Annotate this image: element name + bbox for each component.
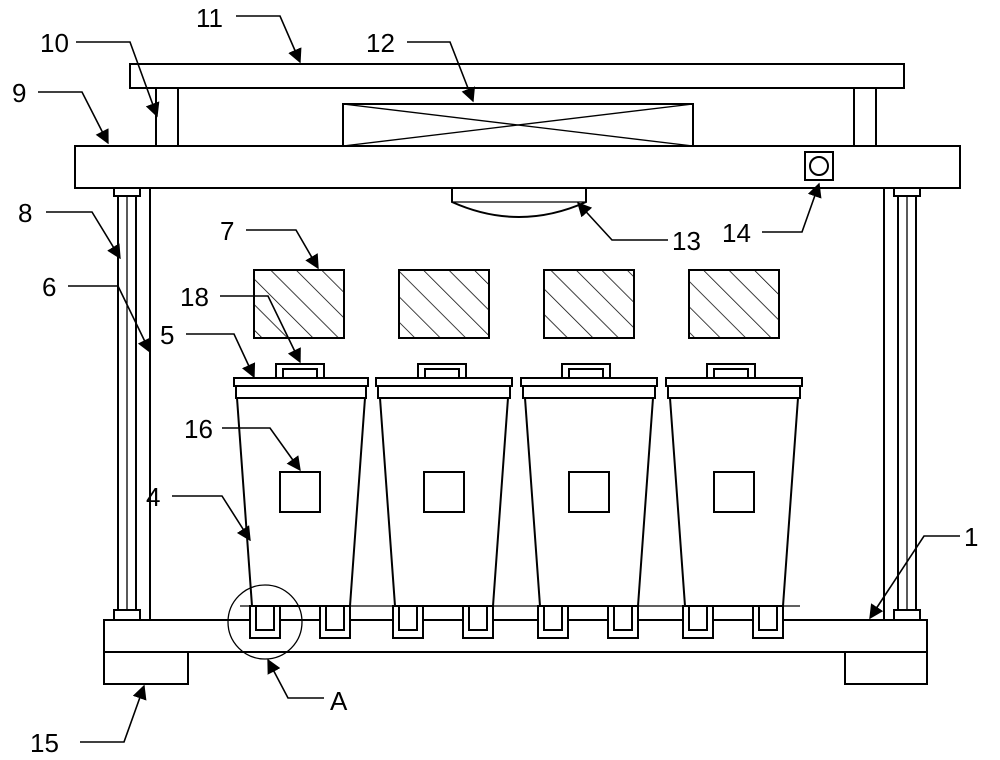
hatched-block-2 (398, 269, 490, 339)
bin-3 (520, 363, 658, 607)
callout-11: 11 (196, 3, 223, 33)
foot-right (844, 651, 928, 685)
left-column (113, 187, 151, 621)
detail-circle-A (227, 584, 303, 660)
leader-lines (38, 15, 960, 743)
foot-left (103, 651, 189, 685)
top-support-left (155, 87, 179, 147)
callout-16: 16 (184, 414, 213, 444)
fan-box (342, 103, 694, 147)
callout-12: 12 (366, 28, 395, 58)
bin-4 (665, 363, 803, 607)
callout-5: 5 (160, 320, 174, 350)
callout-6: 6 (42, 272, 56, 302)
callout-1: 1 (964, 522, 978, 552)
bin-1 (233, 363, 369, 607)
callout-4: 4 (146, 482, 160, 512)
bin-2 (375, 363, 513, 607)
callout-label-15-final: 15 (30, 728, 59, 758)
hatched-block-1 (253, 269, 345, 339)
hatched-block-4 (688, 269, 780, 339)
callout-8: 8 (18, 198, 32, 228)
base-plate (103, 619, 928, 653)
callout-13: 13 (672, 226, 701, 256)
top-plate (129, 63, 905, 89)
callout-9: 9 (12, 78, 26, 108)
right-column (883, 187, 921, 621)
callout-label-14-final: 14 (722, 218, 751, 248)
base-feet-rail (249, 605, 784, 639)
hatched-block-3 (543, 269, 635, 339)
top-support-right (853, 87, 877, 147)
callout-A: A (330, 686, 348, 716)
callout-18: 18 (180, 282, 209, 312)
callout-7: 7 (220, 216, 234, 246)
callout-10: 10 (40, 28, 69, 58)
sensor-14 (804, 151, 834, 181)
